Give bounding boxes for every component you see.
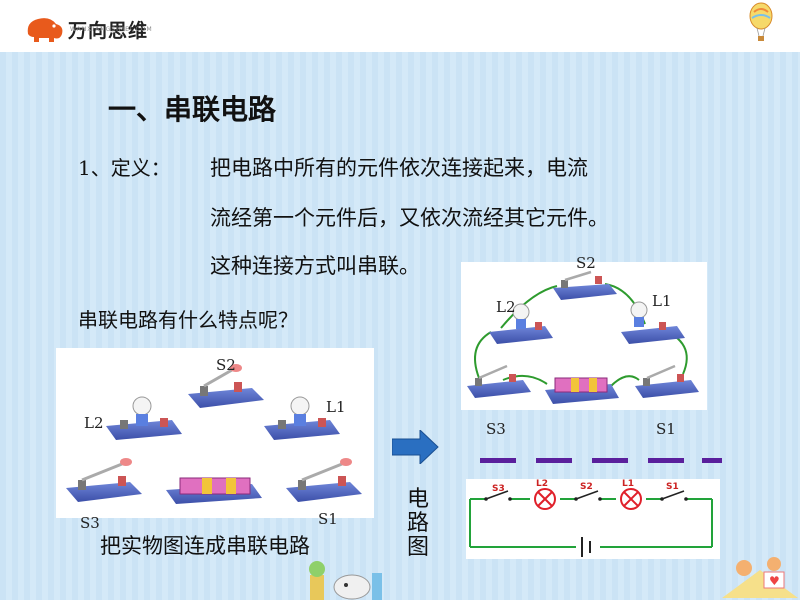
definition-line: 这种连接方式叫串联。 [210,254,420,278]
schematic-panel: S3 L2 S2 L1 S1 [466,479,720,559]
switch-s1-icon [286,458,362,502]
label-s1-wired: S1 [656,420,676,438]
label-l2-wired: L2 [496,298,516,316]
schematic-label-s2: S2 [580,482,593,492]
components-illustration [66,364,362,504]
circuit-diagram-label: 电 路 图 [406,487,429,560]
slide-title: 一、串联电路 [108,93,277,126]
schematic-label-s3: S3 [492,484,505,494]
label-l2: L2 [84,414,104,432]
schematic-diagram: S3 L2 S2 L1 S1 [469,479,713,557]
definition-line: 流经第一个元件后，又依次流经其它元件。 [210,206,609,230]
toys-decoration [309,561,382,600]
label-l1-wired: L1 [652,292,672,310]
definition-line: 把电路中所有的元件依次连接起来，电流 [210,156,588,180]
schematic-label-l1: L1 [622,479,634,489]
lamp-l1-icon [264,396,340,440]
label-s3: S3 [80,514,100,532]
svg-text:♥: ♥ [769,574,780,588]
label-s3-wired: S3 [486,420,506,438]
label-s2: S2 [216,356,236,374]
question-text: 串联电路有什么特点呢？ [78,308,298,332]
header-bar: 万向思维 WANXIANGSIMEI.COM [0,0,800,52]
kids-decoration: ♥ [722,557,798,598]
elephant-logo-icon [27,18,63,42]
schematic-label-l2: L2 [536,479,548,489]
lamp-l2-icon [106,396,182,440]
logo: 万向思维 [24,14,148,44]
label-s2-wired: S2 [576,254,596,272]
wired-circuit-panel [461,262,707,410]
divider-dashes [480,458,722,463]
label-s1: S1 [318,510,338,528]
battery-icon [166,477,262,504]
wired-circuit-illustration [467,270,699,404]
caption-connect-series: 把实物图连成串联电路 [100,534,310,558]
schematic-label-s1: S1 [666,482,679,492]
logo-subtitle: WANXIANGSIMEI.COM [70,26,153,33]
definition-label: 1、定义： [78,156,171,180]
switch-s2-icon [188,364,264,408]
components-panel [56,348,374,518]
logo-text: 万向思维 [68,19,149,42]
switch-s3-icon [66,458,142,502]
label-l1: L1 [326,398,346,416]
balloon-icon [749,2,773,41]
arrow-right-icon [392,430,439,464]
